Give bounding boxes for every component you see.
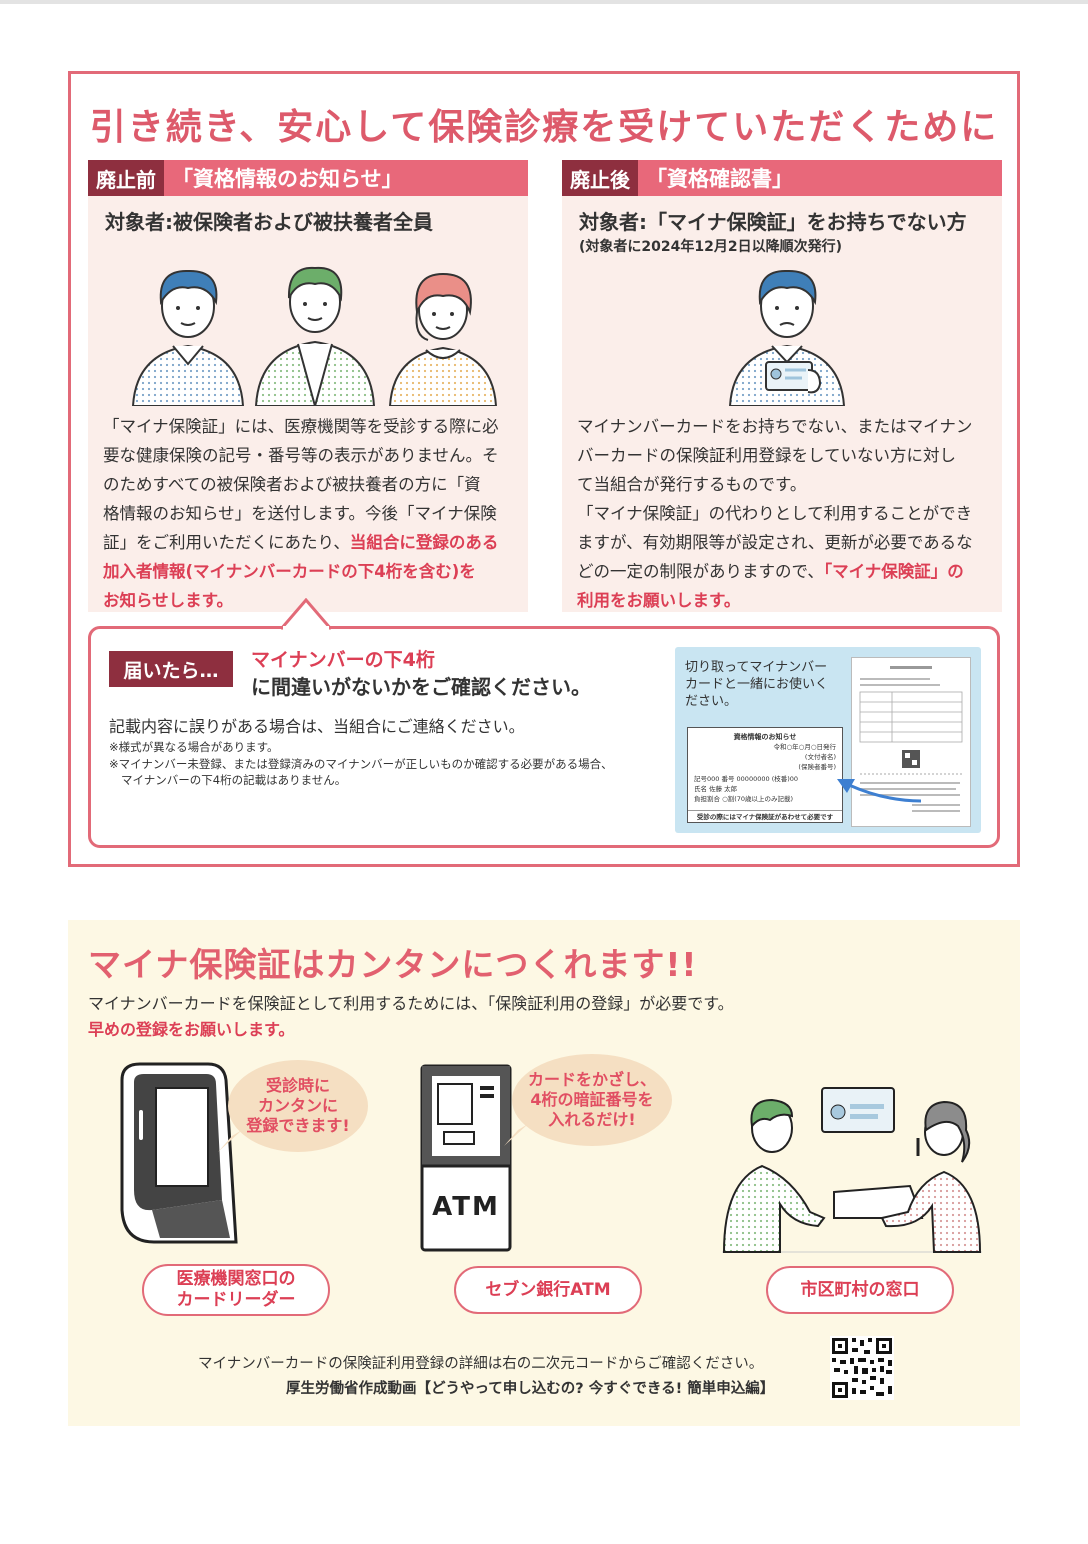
document-lines-graphic bbox=[859, 666, 963, 812]
qr-instruction: マイナンバーカードの保険証利用登録の詳細は右の二次元コードからご確認ください。 bbox=[198, 1356, 764, 1372]
page-title: 引き続き、安心して保険診療を受けていただくために bbox=[89, 107, 999, 148]
qualification-slip: 資格情報のお知らせ 令和○年○月○日発行 (文付者名) (保険者番号) 記号00… bbox=[687, 727, 843, 823]
after-abolition-column: 廃止後 「資格確認書」 対象者:「マイナ保険証」をお持ちでない方 (対象者に20… bbox=[562, 160, 1002, 612]
sample-notice-document bbox=[851, 657, 971, 827]
sample-caption: 切り取ってマイナンバーカードと一緒にお使いください。 bbox=[685, 660, 829, 709]
notice-note-1: ※様式が異なる場合があります。 bbox=[109, 740, 279, 754]
atm-label: ATM bbox=[432, 1192, 500, 1222]
bubble-tail-2 bbox=[504, 1124, 528, 1146]
notice-note-3: マイナンバーの下4桁の記載はありません。 bbox=[121, 773, 347, 787]
person-with-card-illustration bbox=[728, 269, 846, 406]
before-tag: 廃止前 bbox=[88, 160, 164, 196]
after-header: 廃止後 「資格確認書」 bbox=[562, 160, 1002, 196]
top-border bbox=[0, 0, 1088, 4]
notice-box: 届いたら… マイナンバーの下4桁 に間違いがないかをご確認ください。 記載内容に… bbox=[88, 626, 1000, 848]
arrow-icon bbox=[837, 779, 922, 803]
how-to-register-section: マイナ保険証はカンタンにつくれます!! マイナンバーカードを保険証として利用する… bbox=[68, 920, 1020, 1426]
after-document-name: 「資格確認書」 bbox=[646, 167, 793, 191]
bubble-tail bbox=[218, 1130, 242, 1152]
atm-icon bbox=[420, 1064, 512, 1252]
qr-code[interactable] bbox=[830, 1336, 894, 1400]
before-description: 「マイナ保険証」には、医療機関等を受診する際に必 要な健康保険の記号・番号等の表… bbox=[103, 417, 499, 610]
notice-headline: に間違いがないかをご確認ください。 bbox=[251, 675, 591, 699]
sample-document-image: 切り取ってマイナンバーカードと一緒にお使いください。 資格情報のお知らせ 令和○… bbox=[675, 647, 981, 833]
three-people-illustration bbox=[131, 266, 498, 406]
insurance-info-frame: 引き続き、安心して保険診療を受けていただくために 廃止前 「資格情報のお知らせ」… bbox=[68, 71, 1020, 867]
after-target-note: (対象者に2024年12月2日以降順次発行) bbox=[579, 239, 842, 255]
section-lead-red: 早めの登録をお願いします。 bbox=[88, 1020, 295, 1039]
method-card-reader: 医療機関窓口の カードリーダー bbox=[142, 1264, 330, 1316]
bubble-card-reader: 受診時に カンタンに 登録できます! bbox=[228, 1060, 368, 1152]
section-lead: マイナンバーカードを保険証として利用するためには、「保険証利用の登録」が必要です… bbox=[88, 994, 734, 1013]
before-abolition-column: 廃止前 「資格情報のお知らせ」 対象者:被保険者および被扶養者全員 bbox=[88, 160, 528, 612]
municipal-counter-illustration bbox=[722, 1087, 982, 1253]
speech-tail bbox=[281, 598, 331, 630]
card-reader-icon bbox=[120, 1062, 238, 1244]
after-tag: 廃止後 bbox=[562, 160, 638, 196]
method-municipal-counter: 市区町村の窓口 bbox=[766, 1266, 954, 1314]
method-seven-bank-atm: セブン銀行ATM bbox=[454, 1266, 642, 1314]
bubble-atm: カードをかざし、 4桁の暗証番号を 入れるだけ! bbox=[512, 1054, 672, 1146]
before-header: 廃止前 「資格情報のお知らせ」 bbox=[88, 160, 528, 196]
before-target: 対象者:被保険者および被扶養者全員 bbox=[105, 210, 433, 234]
video-title: 厚生労働省作成動画【どうやって申し込むの? 今すぐできる! 簡単申込編】 bbox=[286, 1381, 775, 1397]
qr-code-icon bbox=[830, 1336, 894, 1400]
section-title: マイナ保険証はカンタンにつくれます!! bbox=[88, 945, 698, 984]
notice-tag: 届いたら… bbox=[109, 651, 233, 687]
notice-body: 記載内容に誤りがある場合は、当組合にご連絡ください。 bbox=[109, 717, 525, 736]
notice-note-2: ※マイナンバー未登録、または登録済みのマイナンバーが正しいものか確認する必要があ… bbox=[109, 757, 613, 771]
after-description: マイナンバーカードをお持ちでない、またはマイナン バーカードの保険証利用登録をし… bbox=[577, 417, 973, 610]
before-document-name: 「資格情報のお知らせ」 bbox=[172, 167, 403, 191]
after-target: 対象者:「マイナ保険証」をお持ちでない方 bbox=[579, 210, 967, 234]
notice-headline-red: マイナンバーの下4桁 bbox=[251, 649, 435, 671]
